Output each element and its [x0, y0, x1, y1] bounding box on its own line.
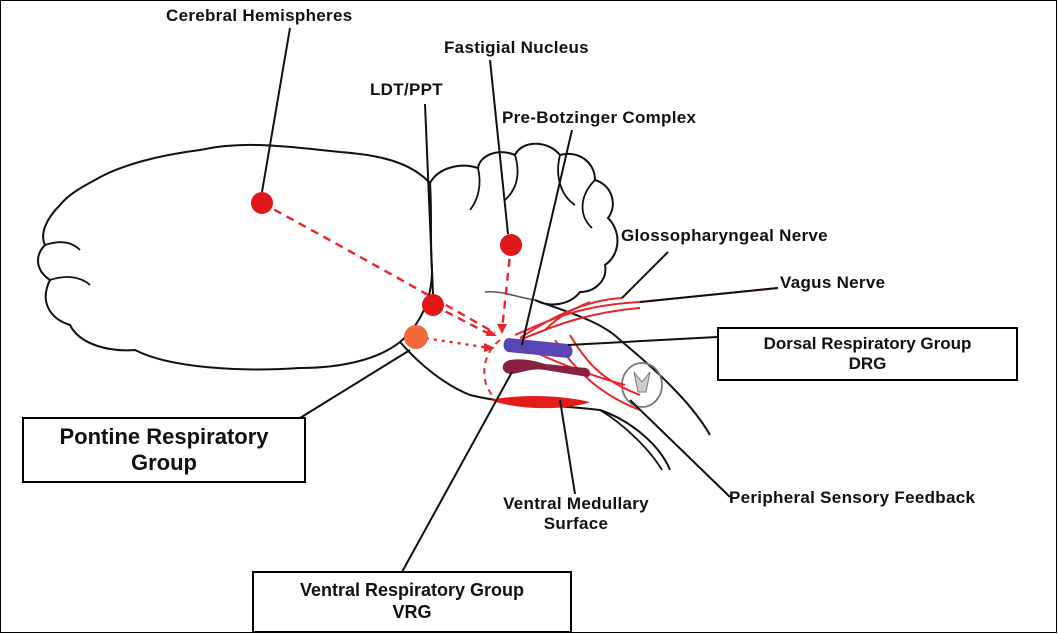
- leader-ldtppt: [425, 104, 433, 294]
- label-fastigial-nucleus: Fastigial Nucleus: [444, 38, 589, 58]
- drg-structure: [504, 338, 573, 358]
- leader-vrg: [402, 372, 512, 572]
- node-cerebral-hemispheres: [251, 192, 273, 214]
- arrowhead-2: [497, 324, 507, 334]
- leader-vms: [560, 400, 575, 494]
- label-cerebral-hemispheres: Cerebral Hemispheres: [166, 6, 352, 26]
- connection-prg: [418, 337, 490, 348]
- box-prg-line2: Group: [24, 450, 304, 476]
- leader-vagus: [640, 288, 778, 302]
- label-glossopharyngeal: Glossopharyngeal Nerve: [621, 226, 828, 246]
- leader-cerebral: [262, 28, 290, 192]
- node-ldt-ppt: [422, 294, 444, 316]
- cerebrum-fold-2: [50, 277, 90, 285]
- label-ventral-medullary-line1: Ventral Medullary: [482, 494, 670, 514]
- box-prg-line1: Pontine Respiratory: [24, 424, 304, 450]
- label-ventral-medullary-line2: Surface: [482, 514, 670, 534]
- node-fastigial-nucleus: [500, 234, 522, 256]
- box-prg: Pontine Respiratory Group: [22, 417, 306, 483]
- box-drg-line1: Dorsal Respiratory Group: [719, 334, 1016, 354]
- label-vagus: Vagus Nerve: [780, 273, 885, 293]
- box-drg-line2: DRG: [719, 354, 1016, 374]
- cerebellum-fold-4: [583, 180, 595, 228]
- connection-cerebral: [262, 203, 495, 333]
- label-peripheral-feedback: Peripheral Sensory Feedback: [729, 488, 975, 508]
- label-pre-botzinger: Pre-Botzinger Complex: [502, 108, 696, 128]
- leader-fastigial: [490, 60, 508, 234]
- cerebrum-outline: [38, 145, 432, 369]
- box-vrg-line2: VRG: [254, 602, 570, 624]
- box-vrg-line1: Ventral Respiratory Group: [254, 580, 570, 602]
- spinal-grey-matter: [634, 372, 650, 392]
- glosso-fiber-1: [520, 298, 622, 338]
- label-ldt-ppt: LDT/PPT: [370, 80, 443, 100]
- box-vrg: Ventral Respiratory Group VRG: [252, 571, 572, 633]
- cerebellum-fold-2: [505, 155, 518, 200]
- brainstem-tract: [600, 410, 662, 470]
- brainstem-inner: [485, 292, 535, 300]
- leader-drg: [568, 337, 717, 345]
- vms-structure: [490, 396, 590, 408]
- label-ventral-medullary: Ventral Medullary Surface: [482, 494, 670, 533]
- connection-fastigial: [502, 245, 511, 330]
- box-drg: Dorsal Respiratory Group DRG: [717, 327, 1018, 381]
- cerebrum-fold-1: [45, 242, 80, 250]
- leader-prg: [300, 350, 410, 418]
- cerebellum-fold-1: [470, 168, 480, 210]
- leader-glosso: [622, 252, 668, 298]
- vagus-fiber-2: [520, 308, 640, 340]
- node-pontine-group: [404, 325, 428, 349]
- vrg-structure: [503, 359, 590, 377]
